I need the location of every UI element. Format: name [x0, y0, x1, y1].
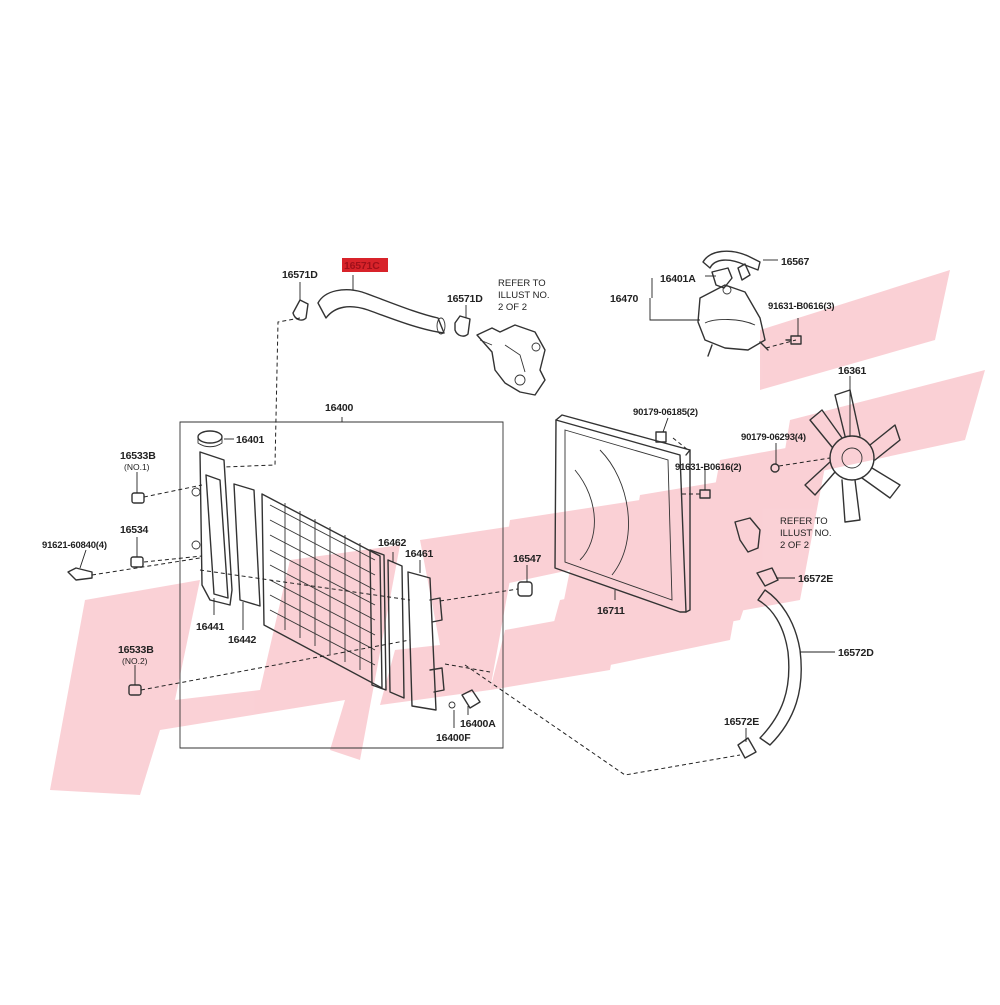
label-16462[interactable]: 16462	[378, 537, 407, 549]
reservoir-tank	[697, 284, 769, 357]
label-16533B-no1-sub: (NO.1)	[124, 462, 150, 472]
label-16533B-no1[interactable]: 16533B	[120, 450, 156, 462]
label-16461[interactable]: 16461	[405, 548, 434, 560]
label-16711[interactable]: 16711	[597, 605, 625, 617]
part-labels: 16571C 16571D 16571D REFER TO ILLUST NO.…	[42, 256, 874, 744]
label-16572E-top[interactable]: 16572E	[798, 573, 833, 585]
gasket-16441	[205, 474, 229, 599]
label-16534[interactable]: 16534	[120, 524, 149, 536]
lower-hose-clamp-bottom	[737, 737, 757, 759]
radiator-cap	[197, 430, 223, 448]
label-91621[interactable]: 91621-60840(4)	[42, 540, 107, 551]
leader-lines	[79, 259, 851, 742]
label-16442[interactable]: 16442	[228, 634, 257, 646]
plug-16547	[517, 581, 533, 597]
label-16400[interactable]: 16400	[325, 402, 354, 414]
fan-shroud	[554, 414, 691, 613]
clip-90179-06185	[655, 431, 667, 443]
label-16400A[interactable]: 16400A	[460, 718, 496, 730]
bolt-16533B-no1	[131, 492, 145, 504]
upper-radiator-hose	[317, 289, 446, 335]
refer-note-1-line2: ILLUST NO.	[498, 290, 550, 301]
gasket-16442	[233, 483, 261, 607]
refer-note-2-line3: 2 OF 2	[780, 540, 809, 551]
bolt-16534	[130, 556, 144, 568]
hose-clamp-left	[292, 299, 309, 321]
refer-note-2-line1: REFER TO	[780, 516, 828, 527]
label-16401[interactable]: 16401	[236, 434, 265, 446]
refer-note-2-line2: ILLUST NO.	[780, 528, 832, 539]
label-16400F[interactable]: 16400F	[436, 732, 471, 744]
thermostat-housing	[476, 324, 546, 396]
gasket-16462	[369, 549, 405, 699]
lower-hose-clamp-top	[756, 567, 779, 587]
relation-lines	[91, 317, 831, 776]
label-90179-06185[interactable]: 90179-06185(2)	[633, 407, 698, 418]
label-16571D-left[interactable]: 16571D	[282, 269, 318, 281]
label-16567[interactable]: 16567	[781, 256, 810, 268]
label-16571D-right[interactable]: 16571D	[447, 293, 483, 305]
label-16533B-no2[interactable]: 16533B	[118, 644, 154, 656]
overflow-hose	[702, 250, 761, 271]
refer-note-1-line1: REFER TO	[498, 278, 546, 289]
refer-note-1-line3: 2 OF 2	[498, 302, 527, 313]
drain-cock	[448, 689, 481, 709]
label-16470[interactable]: 16470	[610, 293, 639, 305]
radiator-assembly-box	[179, 421, 504, 749]
bolt-91621	[67, 567, 93, 581]
label-91631-b[interactable]: 91631-B0616(2)	[675, 462, 742, 473]
reservoir-cap	[711, 263, 751, 289]
label-91631-a[interactable]: 91631-B0616(3)	[768, 301, 835, 312]
label-90179-06293[interactable]: 90179-06293(4)	[741, 432, 806, 443]
label-16441[interactable]: 16441	[196, 621, 225, 633]
nut-90179-06293	[770, 463, 780, 473]
label-16361[interactable]: 16361	[838, 365, 867, 377]
water-inlet	[734, 517, 761, 553]
bolt-91631-a	[785, 335, 802, 345]
radiator-right-tank	[407, 571, 445, 711]
label-16572D[interactable]: 16572D	[838, 647, 874, 659]
radiator-left-tank	[191, 451, 233, 606]
label-16547[interactable]: 16547	[513, 553, 542, 565]
hose-clamp-right	[454, 315, 471, 337]
label-16572E-bottom[interactable]: 16572E	[724, 716, 759, 728]
label-16571C[interactable]: 16571C	[344, 260, 380, 272]
lower-radiator-hose	[757, 589, 802, 746]
label-16401A[interactable]: 16401A	[660, 273, 696, 285]
cooling-fan	[804, 389, 901, 523]
label-16533B-no2-sub: (NO.2)	[122, 656, 148, 666]
highlight-16571C	[342, 258, 388, 272]
watermark-logo	[50, 270, 985, 795]
